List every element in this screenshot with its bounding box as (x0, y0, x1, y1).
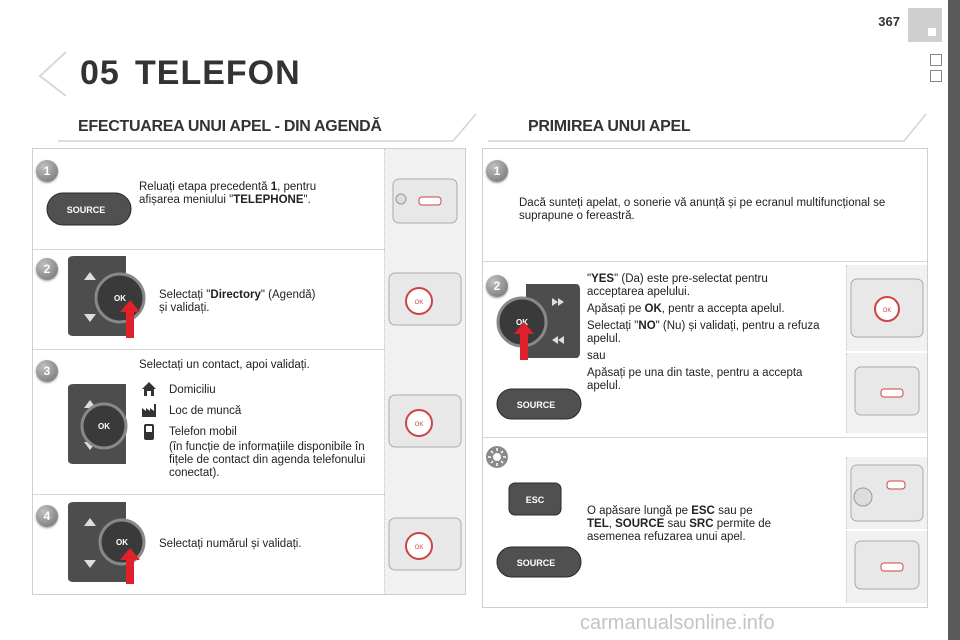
page-number: 367 (878, 14, 900, 29)
svg-text:OK: OK (415, 422, 424, 428)
svg-text:OK: OK (114, 294, 126, 303)
left-step-2: Selectați "Directory" (Agendă) și valida… (33, 249, 465, 350)
corner-tab (908, 8, 942, 42)
dashboard-thumbnail: OK (384, 249, 465, 349)
dashboard-thumbnail: OK (846, 265, 927, 351)
dashboard-thumbnail (846, 531, 927, 603)
option-mobile: Telefon mobil (169, 426, 237, 438)
right-step-1: Dacă sunteți apelat, o sonerie vă anunță… (483, 149, 927, 262)
svg-text:SOURCE: SOURCE (517, 558, 556, 568)
right-section-title: PRIMIREA UNUI APEL (528, 118, 691, 135)
dashboard-thumbnail: OK (384, 494, 465, 594)
dashboard-thumbnail (846, 353, 927, 433)
source-button: SOURCE (46, 192, 132, 226)
house-icon (141, 381, 157, 397)
step-badge: 2 (486, 275, 508, 297)
step-badge: 1 (36, 160, 58, 182)
right-step-3-text: O apăsare lungă pe ESC sau pe TEL, SOURC… (587, 505, 772, 543)
ok-control-wheel: OK (496, 284, 580, 360)
watermark: carmanualsonline.info (580, 612, 775, 634)
ok-control-wheel: OK (68, 384, 128, 464)
svg-text:OK: OK (883, 308, 892, 314)
left-title-frame (58, 113, 477, 142)
dashboard-thumbnail (846, 457, 927, 529)
left-step-1: Reluați etapa precedentă 1, pentru afișa… (33, 149, 465, 250)
light-icon (486, 446, 508, 468)
option-work: Loc de muncă (169, 405, 242, 417)
svg-text:OK: OK (415, 300, 424, 306)
factory-icon (141, 402, 157, 418)
mobile-phone-icon (143, 423, 155, 441)
esc-button: ESC (508, 482, 562, 516)
chapter-number: 05 (80, 54, 120, 92)
right-step-2-text: "YES" (Da) este pre-selectat pentru acce… (587, 273, 820, 392)
side-bar (948, 0, 960, 640)
svg-text:SOURCE: SOURCE (67, 205, 106, 215)
ok-control-wheel: OK (68, 256, 146, 338)
right-step-2: "YES" (Da) este pre-selectat pentru acce… (483, 261, 927, 438)
ok-control-wheel: OK (68, 502, 146, 584)
left-step-2-text: Selectați "Directory" (Agendă) și valida… (159, 289, 316, 314)
side-box (930, 54, 942, 66)
option-home: Domiciliu (169, 384, 216, 396)
source-button: SOURCE (496, 388, 582, 420)
right-step-1-text: Dacă sunteți apelat, o sonerie vă anunță… (519, 197, 886, 222)
right-panel: Dacă sunteți apelat, o sonerie vă anunță… (482, 148, 928, 608)
chapter-banner (38, 48, 530, 96)
left-step-4: Selectați numărul și validați. OK (33, 494, 465, 594)
side-box (930, 70, 942, 82)
left-step-3: Selectați un contact, apoi validați. Dom… (33, 349, 465, 495)
chapter-title: TELEFON (135, 54, 301, 92)
dashboard-thumbnail (384, 149, 465, 249)
step-badge: 4 (36, 505, 58, 527)
svg-text:OK: OK (516, 318, 528, 327)
dashboard-thumbnail: OK (384, 349, 465, 494)
right-title-frame (488, 113, 927, 142)
left-step-3-note: (în funcție de informațiile disponibile … (169, 441, 366, 479)
source-button: SOURCE (496, 546, 582, 578)
left-step-3-intro: Selectați un contact, apoi validați. (139, 359, 310, 371)
left-step-4-text: Selectați numărul și validați. (159, 538, 302, 550)
svg-text:OK: OK (98, 422, 110, 431)
svg-text:SOURCE: SOURCE (517, 400, 556, 410)
step-badge: 2 (36, 258, 58, 280)
left-step-1-text: Reluați etapa precedentă 1, pentru afișa… (139, 181, 317, 206)
svg-text:ESC: ESC (526, 495, 545, 505)
left-section-title: EFECTUAREA UNUI APEL - DIN AGENDĂ (78, 118, 382, 135)
step-badge: 3 (36, 360, 58, 382)
svg-text:OK: OK (415, 545, 424, 551)
svg-text:OK: OK (116, 538, 128, 547)
step-badge: 1 (486, 160, 508, 182)
right-step-3: O apăsare lungă pe ESC sau pe TEL, SOURC… (483, 437, 927, 607)
